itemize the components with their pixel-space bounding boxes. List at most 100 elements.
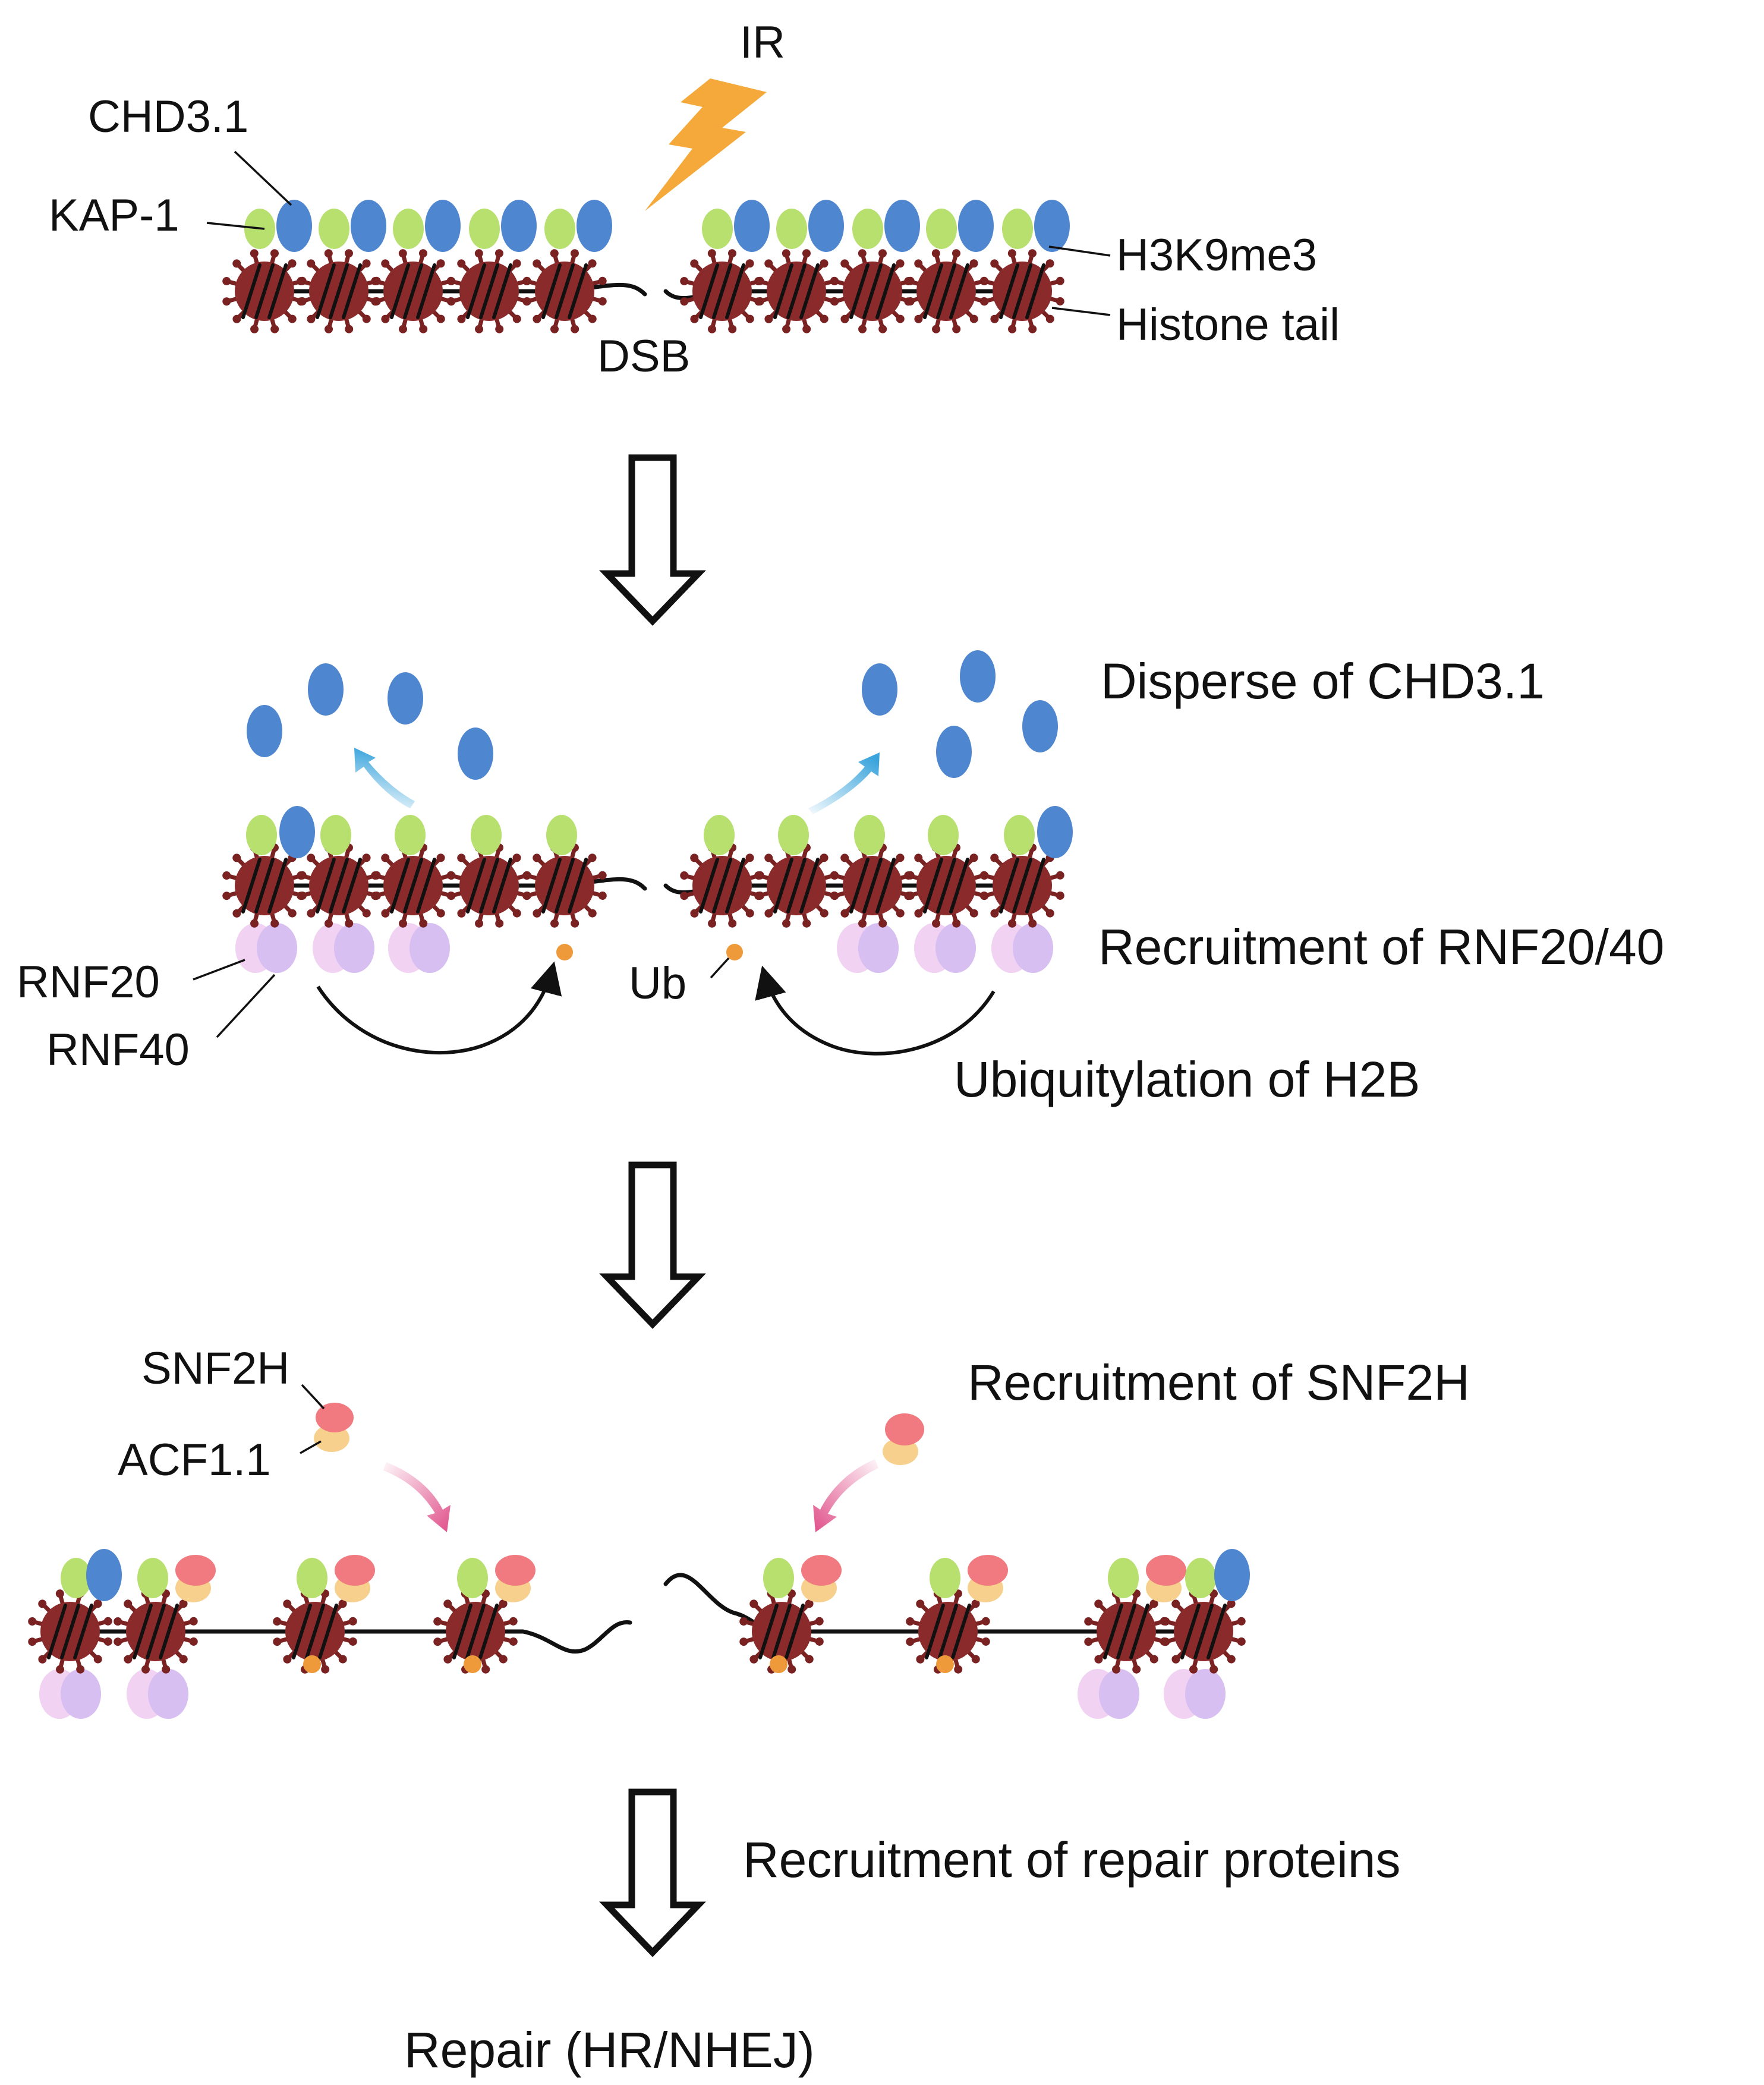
histone-tail-knob — [1227, 1599, 1236, 1608]
histone-tail-label: Histone tail — [1116, 300, 1340, 350]
nucleosome — [830, 249, 915, 333]
dna-wrap — [1025, 263, 1045, 319]
histone-tail-knob — [932, 325, 941, 333]
chd31-protein — [577, 200, 612, 252]
disperse-arrow-right-icon — [808, 752, 880, 814]
histone-tail-knob — [381, 259, 390, 268]
dna-wrap — [267, 263, 288, 319]
histone-tail-knob — [981, 1617, 990, 1626]
histone-tail-knob — [896, 314, 905, 323]
histone-tail-knob — [179, 1655, 188, 1664]
dna-wrap — [479, 858, 499, 914]
histone-tail-knob — [904, 871, 913, 880]
histone-tail-knob — [840, 853, 849, 862]
kap1-protein — [926, 209, 957, 249]
histone-tail-knob — [250, 325, 259, 333]
histone-tail-knob — [980, 277, 989, 286]
histone-tail-knob — [28, 1617, 37, 1626]
histone-tail-knob — [782, 919, 791, 928]
histone-tail-knob — [288, 314, 297, 323]
dna-wrap — [329, 263, 349, 319]
kap1-protein — [319, 209, 349, 249]
dna-wrap — [699, 263, 719, 319]
histone-tail-knob — [680, 277, 689, 286]
histone-tail-knob — [820, 259, 829, 268]
dna-wrap — [849, 263, 870, 319]
histone-tail-knob — [782, 249, 790, 258]
nucleosome — [680, 843, 764, 928]
rnf40-protein — [935, 923, 976, 973]
histone-tail-knob — [728, 325, 737, 333]
chd31-protein — [1022, 700, 1058, 752]
dna-wrap — [403, 263, 423, 319]
histone-tail-knob — [283, 1599, 292, 1608]
histone-tail-knob — [499, 1599, 508, 1608]
histone-tail-knob — [598, 871, 607, 880]
chd31-protein — [734, 200, 770, 252]
histone-tail-knob — [739, 1637, 748, 1646]
dna-wrap — [699, 858, 719, 914]
histone-tail-knob — [348, 1617, 357, 1626]
histone-tail-knob — [1056, 871, 1064, 880]
histone-tail-knob — [447, 277, 456, 286]
histone-tail-knob — [1227, 1655, 1236, 1664]
rnf40-leader — [216, 974, 276, 1038]
nucleosome — [297, 249, 381, 333]
histone-tail-knob — [344, 249, 353, 258]
histone-tail-knob — [914, 259, 923, 268]
histone-tail-knob — [906, 1617, 915, 1626]
dna-wrap — [292, 1604, 312, 1659]
histone-tail-knob — [981, 1637, 990, 1646]
histone-tail-knob — [222, 297, 231, 306]
rnf40-protein — [334, 923, 374, 973]
chd31-protein — [501, 200, 537, 252]
histone-tail-knob — [878, 919, 887, 928]
histone-tail-knob — [754, 892, 763, 900]
histone-tail-knob — [232, 909, 241, 918]
dna-wrap — [999, 858, 1019, 914]
histone-tail-knob — [1008, 325, 1017, 333]
histone-tail-knob — [381, 909, 390, 918]
histone-tail-knob — [754, 277, 763, 286]
histone-tail-knob — [533, 909, 541, 918]
snf2h-leader — [301, 1384, 325, 1410]
dna-wrap — [479, 263, 499, 319]
histone-tail-knob — [858, 249, 867, 258]
histone-tail-knob — [969, 853, 978, 862]
histone-tail-knob — [512, 853, 521, 862]
rnf40-protein — [148, 1669, 188, 1719]
histone-tail-knob — [690, 314, 699, 323]
nucleosome-row — [222, 843, 1064, 928]
panel-intact-chromatin: IR CHD3.1 KAP-1 H3K9me3 Histone tail DSB — [49, 17, 1340, 382]
rnf40-protein — [61, 1669, 101, 1719]
dna-wrap — [936, 858, 956, 914]
histone-tail-knob — [481, 1665, 490, 1674]
ir-label: IR — [740, 17, 785, 68]
dna-wrap — [133, 1604, 153, 1659]
histone-tail-knob — [952, 325, 961, 333]
dna-wrap — [73, 1604, 93, 1659]
histone-tail-knob — [325, 325, 333, 333]
chd31-protein — [960, 650, 996, 703]
histone-tail-knob — [283, 1655, 292, 1664]
histone-tail-knob — [250, 919, 259, 928]
histone-tail-knob — [232, 259, 241, 268]
histone-tail-knob — [904, 297, 913, 306]
histone-tail-knob — [499, 1655, 508, 1664]
histone-tail-knob — [820, 909, 829, 918]
histone-tail-knob — [1007, 249, 1016, 258]
histone-tail-knob — [1028, 325, 1037, 333]
histone-tail-knob — [522, 277, 531, 286]
dna-wrap — [478, 1604, 499, 1659]
nucleosome — [754, 843, 839, 928]
dna-wrap — [267, 858, 288, 914]
histone-tail-knob — [533, 314, 541, 323]
histone-tail-knob — [307, 853, 316, 862]
histone-tail-knob — [980, 892, 989, 900]
histone-tail-knob — [550, 249, 559, 258]
nucleosome-row — [28, 1589, 1246, 1674]
dna-wrap — [390, 263, 410, 319]
dna-wrap — [241, 263, 262, 319]
dna-wrap — [1103, 1604, 1123, 1659]
dna-wrap — [786, 263, 807, 319]
